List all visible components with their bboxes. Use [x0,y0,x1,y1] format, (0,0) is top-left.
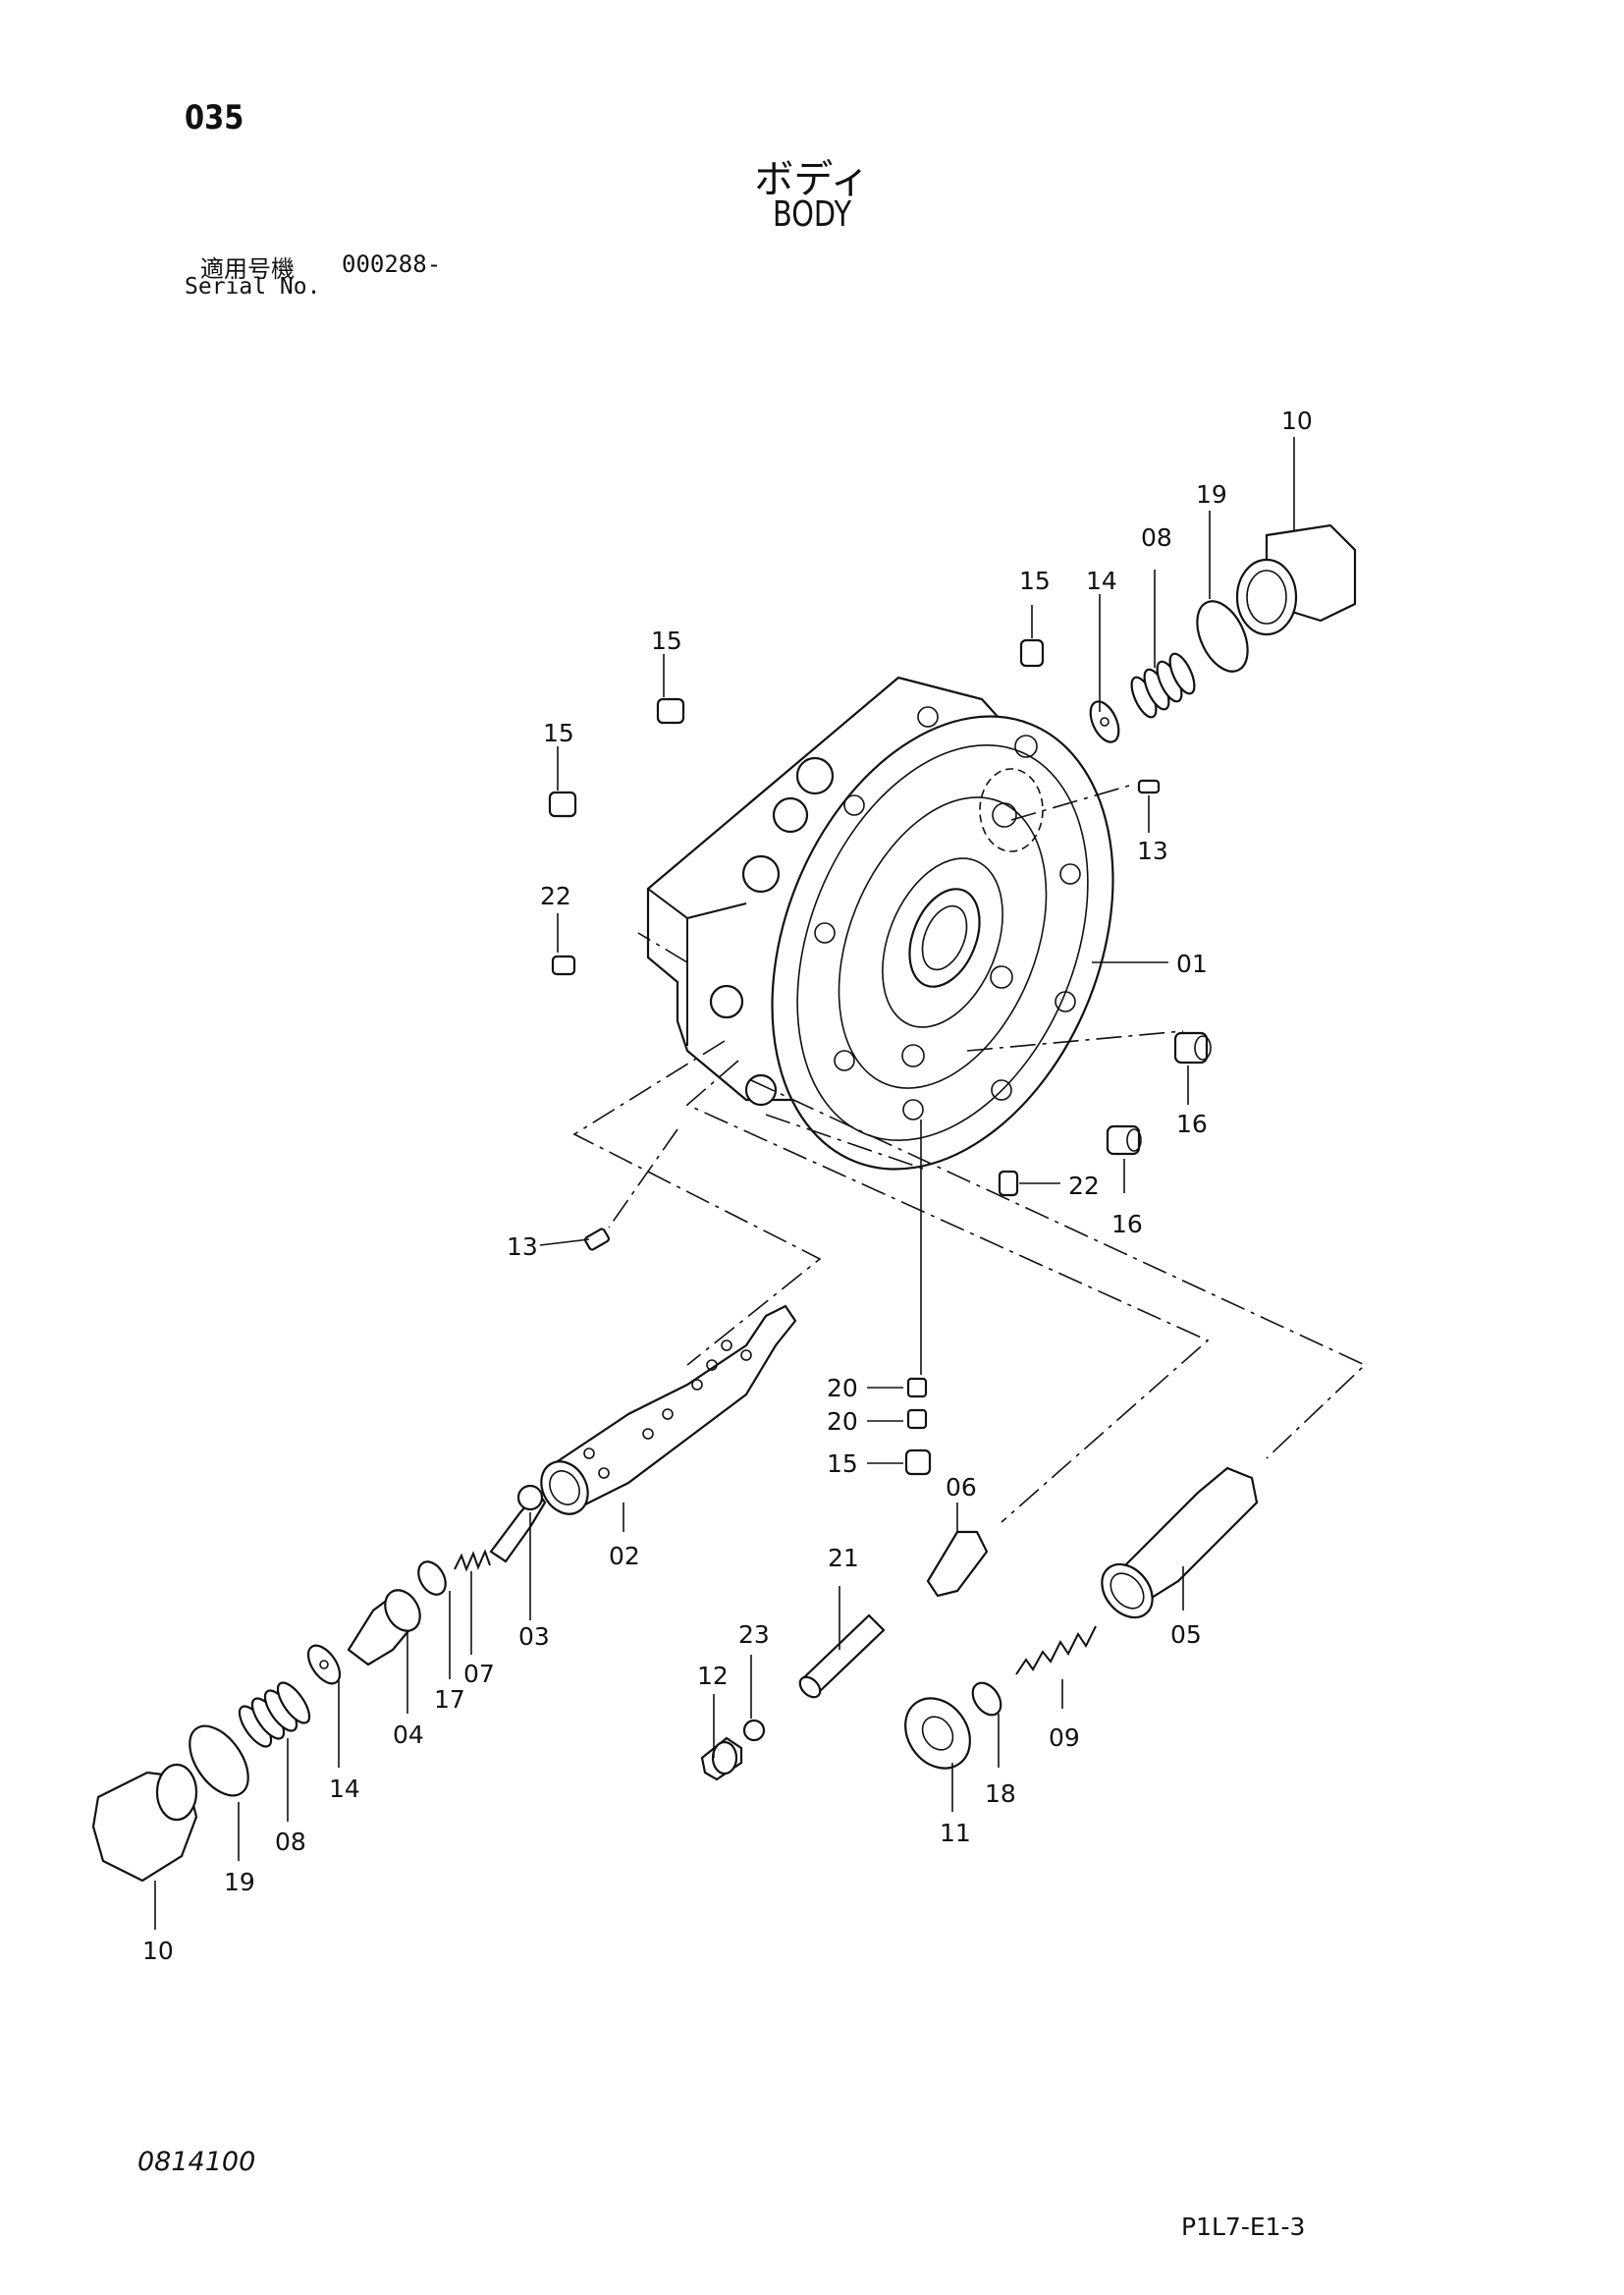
callout-15-b: 15 [651,627,682,655]
callout-08-bottom: 08 [275,1828,306,1856]
plug-22-b [998,1170,1019,1197]
o-ring-23-part [742,1719,766,1742]
spool-05-part [1101,1466,1259,1619]
callout-15-a: 15 [1019,567,1051,595]
spring-09-part [1015,1625,1097,1675]
plug-16-a [1173,1031,1212,1065]
o-ring-19-top [1196,600,1249,673]
callout-11: 11 [940,1819,971,1847]
callout-01: 01 [1176,950,1208,978]
plug-15-a [1019,638,1045,668]
assembly-centerlines [572,785,1367,1523]
plug-22-a [551,955,576,976]
plug-15-c [548,791,577,818]
callout-10-top: 10 [1281,407,1313,435]
plug-15-d [904,1448,932,1476]
body-housing-part [646,676,1114,1171]
plug-16-b [1106,1124,1142,1156]
callout-15-c: 15 [543,719,574,747]
poppet-03-part [489,1484,547,1563]
callout-10-bottom: 10 [142,1937,174,1965]
spring-07-part [454,1549,491,1572]
sheet-code: P1L7-E1-3 [1181,2213,1306,2241]
title-english: BODY [772,194,852,235]
o-ring-19-bottom [189,1724,249,1797]
callout-23: 23 [738,1620,770,1649]
o-ring-17-part [417,1560,447,1596]
serial-value: 000288- [342,250,442,278]
drawing-number: 0814100 [137,2147,256,2177]
plug-13-a [1137,779,1161,794]
callout-14-bottom: 14 [329,1775,360,1803]
plug-12-part [700,1736,743,1781]
title-japanese: ボディ [754,157,870,202]
callout-20-b: 20 [827,1407,858,1436]
serial-label-english: Serial No. [185,274,321,300]
callout-14-top: 14 [1086,567,1117,595]
washer-14-bottom [306,1644,342,1685]
callout-22-a: 22 [540,882,571,910]
callout-06: 06 [946,1473,977,1502]
callout-22-b: 22 [1068,1172,1100,1200]
callout-17: 17 [434,1685,465,1714]
callout-16-a: 16 [1176,1110,1208,1138]
o-ring-18-part [971,1681,1002,1717]
seat-04-part [347,1589,421,1667]
spring-08-bottom [238,1681,311,1748]
leader-lines [154,437,1295,1930]
callout-21: 21 [828,1544,859,1572]
piston-06-part [926,1530,989,1598]
callout-13-b: 13 [507,1232,538,1261]
callout-02: 02 [609,1542,640,1570]
callout-07: 07 [463,1660,495,1688]
page-number: 035 [185,98,244,137]
callout-18: 18 [985,1779,1016,1808]
plug-15-b [656,697,685,725]
callout-labels: 10 19 08 14 15 15 15 22 13 01 16 16 22 1… [142,407,1313,1965]
plug-part-10-top [1235,523,1357,636]
callout-09: 09 [1049,1723,1080,1752]
callout-19-top: 19 [1196,480,1227,509]
callout-15-d: 15 [827,1449,858,1478]
callout-13-a: 13 [1137,837,1168,865]
plug-20-b [906,1408,928,1430]
pin-21-part [798,1613,886,1699]
plug-20-a [906,1377,928,1398]
callout-03: 03 [518,1622,550,1651]
callout-16-b: 16 [1111,1210,1143,1238]
callout-20-a: 20 [827,1374,858,1402]
callout-08-top: 08 [1141,523,1172,552]
plug-part-10-bottom [91,1763,198,1883]
callout-19-bottom: 19 [224,1868,255,1896]
spring-08-top [1130,652,1196,719]
washer-14-top [1089,700,1120,743]
serial-label-japanese: 適用号機 [200,255,295,283]
spool-02-part [540,1304,797,1515]
plug-11-part [904,1697,971,1770]
callout-12: 12 [697,1662,729,1690]
plug-13-b [583,1228,611,1251]
callout-05: 05 [1170,1620,1202,1649]
callout-04: 04 [393,1721,424,1749]
